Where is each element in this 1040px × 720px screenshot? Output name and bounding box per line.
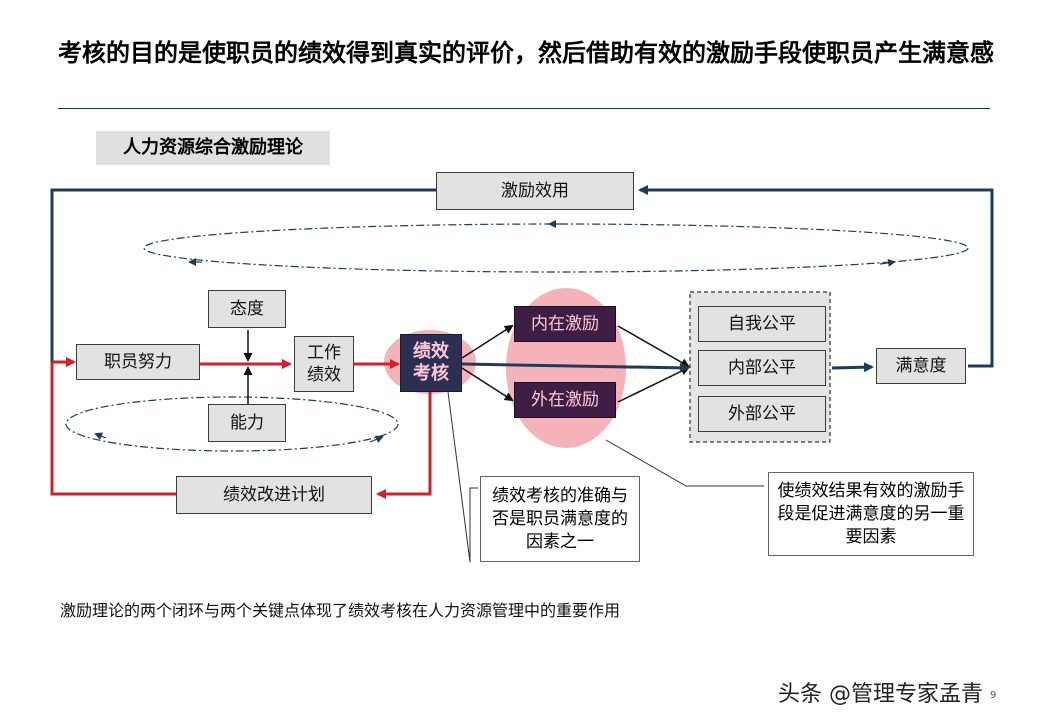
lower-loop-ellipse bbox=[65, 396, 399, 452]
work-performance-box: 工作 绩效 bbox=[294, 336, 354, 392]
appraisal-note-line bbox=[447, 391, 478, 563]
intrinsic-incentive-box: 内在激励 bbox=[514, 306, 616, 342]
intrinsic-to-equity bbox=[617, 325, 690, 367]
to-intrinsic-arrow bbox=[461, 324, 514, 359]
external-equity-box: 外部公平 bbox=[698, 396, 826, 432]
lower-loop-arrow-left bbox=[94, 432, 107, 440]
footer-caption: 激励理论的两个闭环与两个关键点体现了绩效考核在人力资源管理中的重要作用 bbox=[60, 601, 621, 620]
work-performance-line2: 绩效 bbox=[307, 365, 341, 385]
extrinsic-to-equity bbox=[617, 367, 690, 403]
ability-box: 能力 bbox=[208, 404, 286, 442]
appraisal-line1: 绩效 bbox=[413, 341, 449, 362]
extrinsic-incentive-box: 外在激励 bbox=[514, 382, 616, 418]
to-extrinsic-arrow bbox=[461, 367, 514, 402]
page-number: 9 bbox=[990, 690, 997, 701]
appraisal-line2: 考核 bbox=[413, 363, 449, 384]
page-title: 考核的目的是使职员的绩效得到真实的评价，然后借助有效的激励手段使职员产生满意感 bbox=[58, 39, 994, 67]
incentive-note-line bbox=[605, 439, 764, 487]
appraisal-box: 绩效 考核 bbox=[400, 334, 462, 392]
work-performance-line1: 工作 bbox=[307, 343, 341, 363]
internal-equity-box: 内部公平 bbox=[698, 350, 826, 386]
title-divider bbox=[58, 108, 990, 109]
blue-feedback-loop bbox=[638, 185, 994, 368]
equity-to-satisfaction bbox=[831, 362, 874, 373]
incentive-note: 使绩效结果有效的激励手段是促进满意度的另一重要因素 bbox=[768, 472, 974, 556]
appraisal-note: 绩效考核的准确与否是职员满意度的因素之一 bbox=[480, 476, 640, 562]
watermark: 头条 @管理专家孟青 bbox=[778, 682, 983, 707]
attitude-box: 态度 bbox=[208, 290, 286, 328]
self-equity-box: 自我公平 bbox=[698, 306, 826, 342]
red-improvement-loop bbox=[376, 392, 432, 499]
satisfaction-box: 满意度 bbox=[876, 348, 966, 384]
lower-loop-arrow-right bbox=[369, 435, 384, 443]
employee-effort-box: 职员努力 bbox=[76, 344, 200, 380]
blue-return-line bbox=[50, 188, 436, 362]
upper-loop-arrow-right bbox=[879, 258, 896, 267]
red-return-loop bbox=[50, 362, 176, 496]
upper-loop-ellipse bbox=[143, 223, 969, 273]
appraisal-to-equity bbox=[461, 362, 690, 373]
improvement-plan-box: 绩效改进计划 bbox=[176, 476, 372, 514]
incentive-utility-box: 激励效用 bbox=[436, 172, 634, 210]
section-label: 人力资源综合激励理论 bbox=[96, 131, 330, 165]
